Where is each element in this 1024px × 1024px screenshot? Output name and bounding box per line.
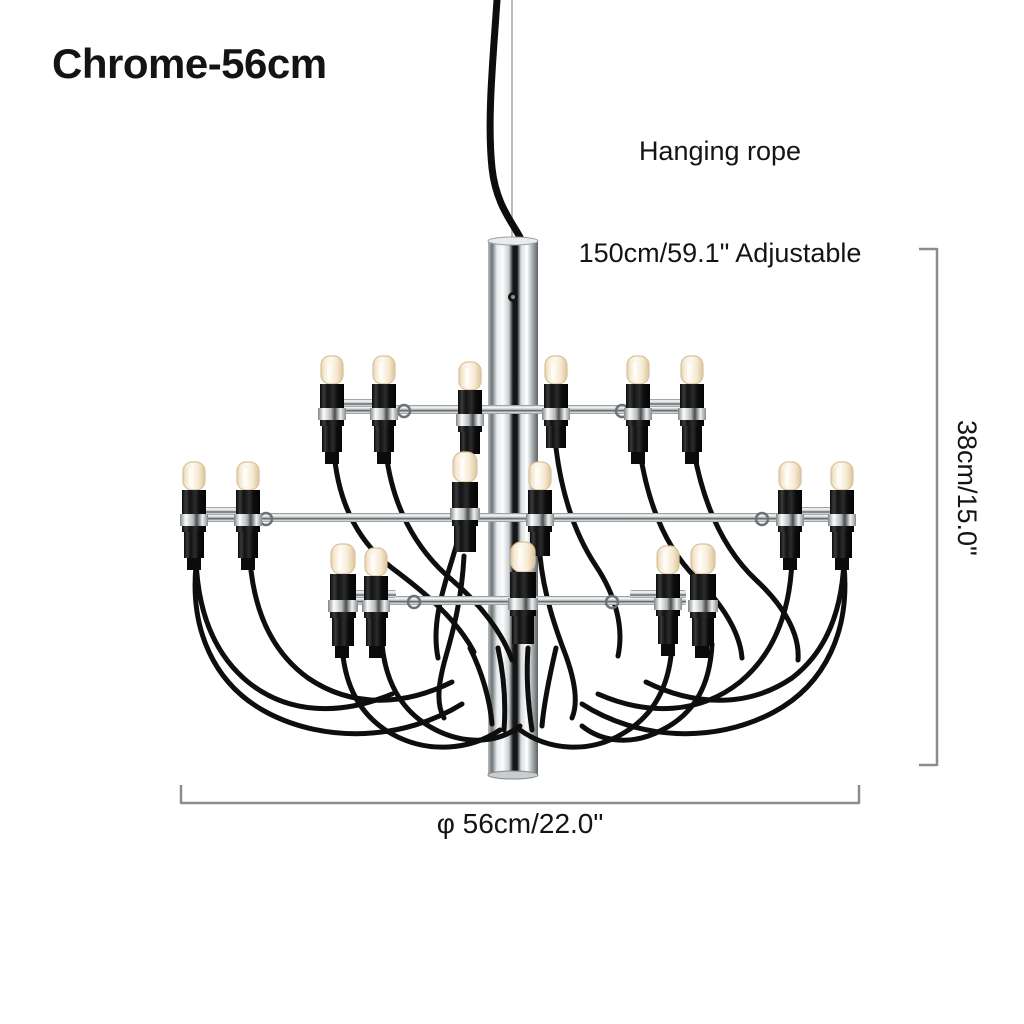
lamp-assembly (328, 543, 358, 658)
width-dimension-label: φ 56cm/22.0" (436, 808, 604, 839)
ceiling-power-cable (486, 0, 526, 245)
hanging-rope-line-2: 150cm/59.1" Adjustable (578, 238, 862, 268)
suspension-group (486, 0, 526, 245)
lamp-assembly (318, 355, 346, 464)
lamp-assembly (180, 461, 208, 570)
lamp-assembly (624, 355, 652, 464)
lamp-assembly (456, 361, 484, 454)
dimension-line-width (179, 785, 861, 805)
lamp-assembly (370, 355, 398, 464)
hanging-rope-line-1: Hanging rope (638, 136, 802, 166)
height-dimension-label: 38cm/15.0" (952, 420, 982, 556)
lamp-assembly (362, 547, 390, 658)
lamp-assembly (678, 355, 706, 464)
lamp-assembly (526, 461, 554, 556)
page-title: Chrome-56cm (52, 40, 327, 87)
lamp-assembly (828, 461, 856, 570)
dimension-line-height (919, 247, 939, 767)
lamp-assembly (508, 541, 538, 644)
lamp-assembly (776, 461, 804, 570)
hanging-rope-annotation: Hanging rope 150cm/59.1" Adjustable (535, 66, 905, 338)
tier-3 (328, 541, 718, 658)
tier-1 (318, 355, 706, 464)
lamp-assembly (542, 355, 570, 448)
tier-2 (180, 451, 856, 570)
lamp-assembly (688, 543, 718, 658)
lamp-assembly (450, 451, 480, 552)
lamp-assembly (234, 461, 262, 570)
tier-1-arm-left (330, 399, 514, 419)
lamp-assembly (654, 545, 682, 656)
tier-1-arm-right (512, 399, 696, 419)
